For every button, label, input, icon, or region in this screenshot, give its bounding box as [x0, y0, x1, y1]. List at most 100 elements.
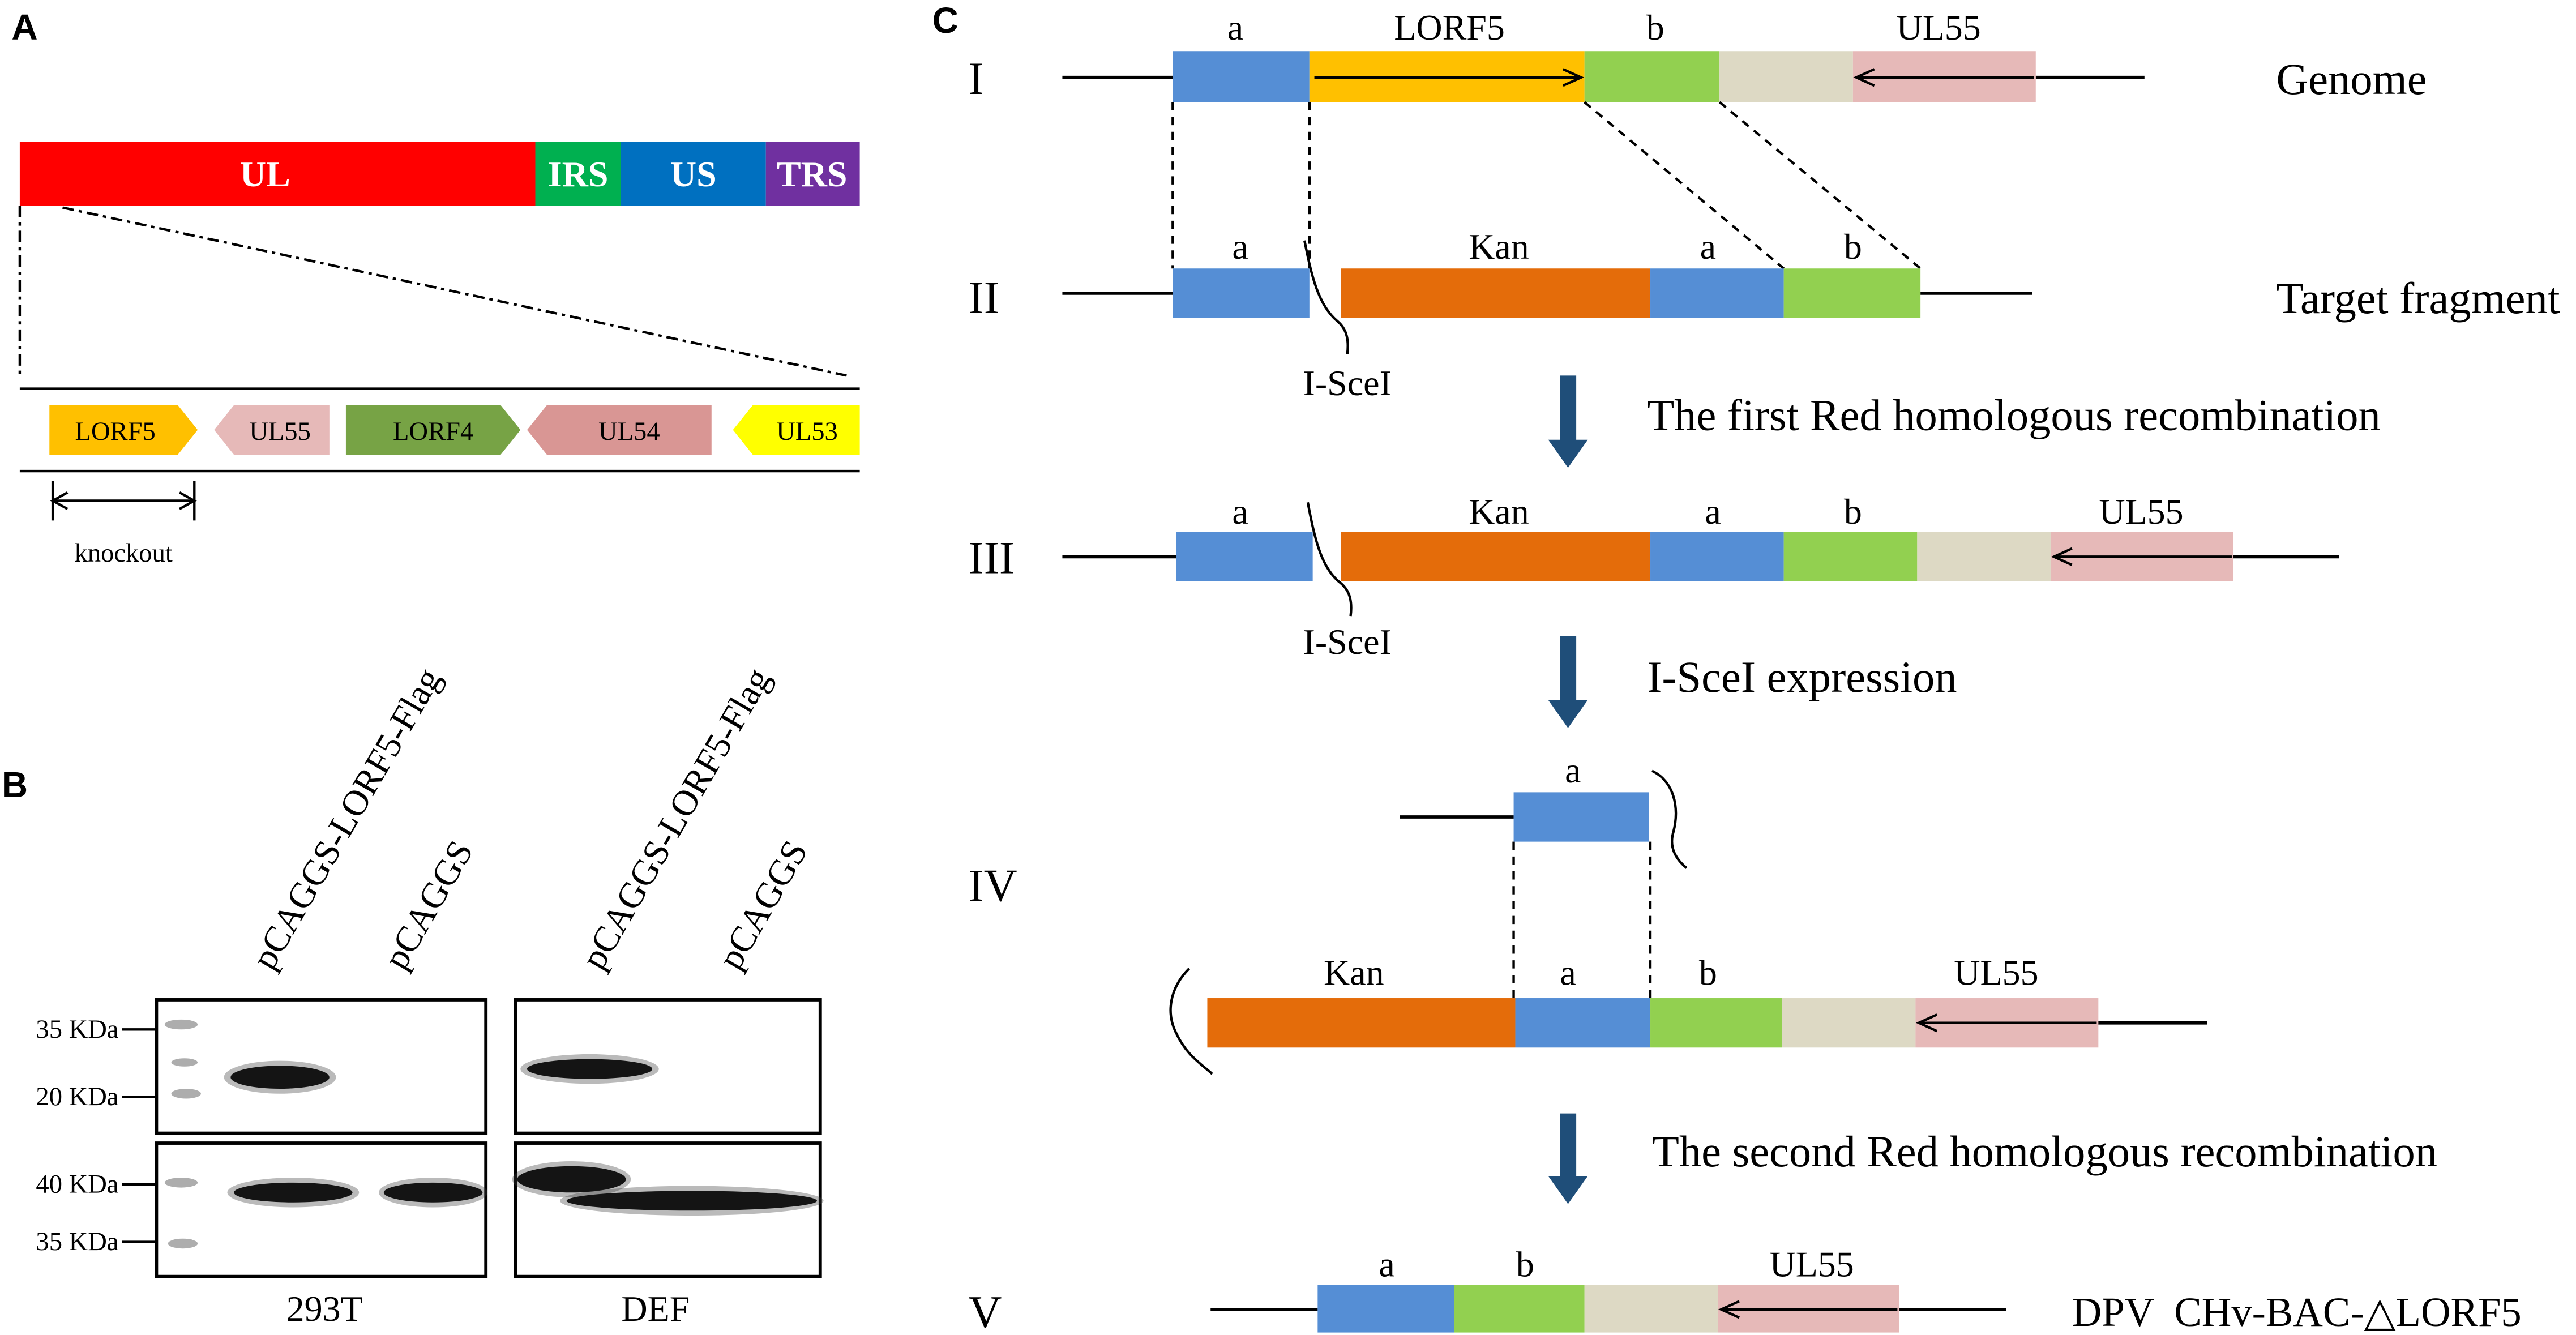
gene-arrow-ul55 [214, 405, 330, 455]
row-iv-cleavage: IV a Kan a b UL55 [969, 750, 2207, 1075]
row-iv-label-kan: Kan [1324, 953, 1384, 993]
step-1-down-arrow-icon [1548, 375, 1588, 468]
row-ii-description: Target fragment [2277, 273, 2560, 323]
gene-arrow-ul53 [733, 405, 860, 455]
row-v-label-b: b [1516, 1244, 1534, 1285]
gene-label-ul53: UL53 [776, 417, 838, 446]
row-ii-site-label: I-SceI [1303, 363, 1392, 403]
row-ii-segment-b [1783, 268, 1921, 318]
row-iv-numeral: IV [969, 859, 1017, 911]
row-v-segment-spacer [1584, 1285, 1718, 1333]
cell-line-label-293t: 293T [286, 1289, 363, 1329]
panel-b-letter: B [2, 764, 28, 805]
blot-293t-reference [155, 1141, 488, 1278]
row-iii-site-label: I-SceI [1303, 622, 1392, 662]
row-v-final-construct: V a b UL55 DPV CHv-BAC-△LORF5 [969, 1244, 2522, 1335]
row-iv-segment-kan [1207, 998, 1516, 1048]
marker-label-35kda-upper: 35 KDa [36, 1015, 118, 1044]
gene-arrow-lorf5 [49, 405, 198, 455]
row-ii-segment-a [1173, 268, 1310, 318]
row-ii-label-b: b [1844, 226, 1862, 267]
panel-a: A UL IRS US TRS LORF5 UL55 LORF4 UL54 UL [11, 7, 860, 568]
cell-line-label-def: DEF [621, 1289, 690, 1329]
row-ii-segment-kan [1341, 268, 1651, 318]
row-iii-intermediate: III a Kan a b UL55 I-SceI [969, 491, 2339, 662]
genome-label-ul: UL [240, 154, 290, 194]
gene-arrow-ul54 [527, 405, 712, 455]
step-3-down-arrow-icon [1548, 1113, 1588, 1204]
genome-label-us: US [670, 154, 717, 194]
row-v-numeral: V [969, 1286, 1002, 1335]
row-i-segment-b [1584, 51, 1720, 102]
row-iv-segment-a [1515, 998, 1651, 1048]
knockout-left-arrowhead-icon [50, 491, 69, 510]
marker-scale-lower: 40 KDa 35 KDa [36, 1170, 157, 1256]
ladder-mark [171, 1089, 201, 1099]
step-1: The first Red homologous recombination [1548, 375, 2381, 468]
row-iv-label-a: a [1560, 953, 1576, 993]
row-iii-numeral: III [969, 532, 1015, 583]
blot-def-reference [512, 1141, 824, 1278]
row-ii-label-kan: Kan [1469, 226, 1529, 267]
marker-scale-upper: 35 KDa 20 KDa [36, 1015, 157, 1111]
step-2-label: I-SceI expression [1647, 652, 1957, 701]
step-3-label: The second Red homologous recombination [1652, 1127, 2437, 1176]
row-v-label-a: a [1379, 1244, 1394, 1285]
row-i-lorf5-arrowhead-icon [1562, 68, 1585, 87]
row-i-label-b: b [1646, 7, 1664, 48]
guide-b-right [1718, 101, 1922, 269]
knockout-right-arrowhead-icon [179, 491, 197, 510]
genome-segment-trs [765, 142, 860, 206]
row-i-label-a: a [1227, 7, 1243, 48]
band-reference-293t-lane1 [234, 1182, 353, 1203]
knockout-label: knockout [75, 539, 173, 568]
lane-label-4: pCAGGS [710, 833, 815, 975]
band-reference-293t-lane2 [383, 1182, 483, 1203]
row-iv-segment-spacer [1782, 998, 1916, 1048]
genome-segment-ul [19, 142, 536, 206]
row-i-segment-spacer [1719, 51, 1853, 102]
panel-a-letter: A [11, 7, 37, 48]
blot-def-flag [514, 998, 822, 1135]
gene-label-lorf5: LORF5 [75, 417, 156, 446]
row-iii-label-a: a [1232, 491, 1248, 532]
marker-label-20kda: 20 KDa [36, 1082, 118, 1111]
genome-segment-us [621, 142, 766, 206]
genome-bar: UL IRS US TRS [19, 142, 860, 206]
row-v-segment-a [1317, 1285, 1454, 1333]
row-ii-segment-a-duplicate [1650, 268, 1784, 318]
genome-label-trs: TRS [777, 154, 848, 194]
band-reference-def-lane1 [517, 1166, 626, 1193]
row-ii-isce1-site-marker [1303, 240, 1349, 354]
homology-guides-i-ii [1171, 101, 1922, 269]
blot-frame [155, 998, 488, 1135]
row-iii-segment-kan [1341, 532, 1651, 581]
row-iii-label-b: b [1844, 491, 1862, 532]
row-iv-excised-cut-end [1651, 769, 1688, 869]
row-ii-numeral: II [969, 272, 999, 323]
row-iii-isce1-site-marker [1306, 502, 1353, 617]
row-iv-label-b: b [1699, 953, 1717, 993]
gene-label-ul54: UL54 [598, 417, 660, 446]
step-2: I-SceI expression [1548, 635, 1957, 728]
row-v-label-ul55: UL55 [1769, 1244, 1854, 1285]
row-iii-ul55-arrowhead-icon [2051, 547, 2073, 566]
panel-c: C I a LORF5 b UL55 Genome [932, 0, 2560, 1335]
zoom-guide-diagonal [62, 206, 847, 377]
row-iii-segment-a-duplicate [1650, 532, 1784, 581]
row-i-label-ul55: UL55 [1896, 7, 1980, 48]
row-iv-excised-label-a: a [1565, 750, 1581, 790]
marker-label-40kda: 40 KDa [36, 1170, 118, 1199]
lane-label-2: pCAGGS [375, 833, 481, 975]
row-iv-label-ul55: UL55 [1954, 953, 2038, 993]
gene-label-lorf4: LORF4 [393, 417, 473, 446]
genome-segment-irs [535, 142, 621, 206]
blot-frame [155, 1141, 488, 1278]
ladder-mark [164, 1019, 198, 1030]
panel-c-letter: C [932, 0, 958, 41]
row-iv-excised-segment-a [1513, 792, 1649, 842]
band-lorf5-flag-293t [230, 1066, 330, 1089]
row-v-segment-b [1454, 1285, 1585, 1333]
gene-arrow-lorf4 [345, 405, 521, 455]
row-v-ul55-arrowhead-icon [1718, 1300, 1740, 1319]
